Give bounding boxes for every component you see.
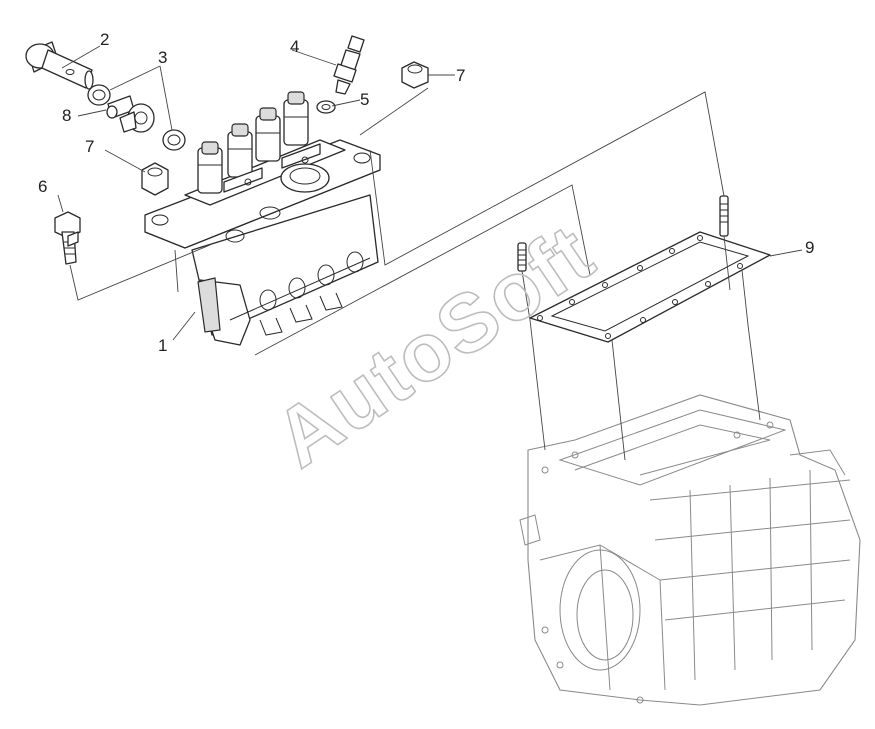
callout-5: 5 (360, 90, 369, 109)
callout-7-left: 7 (85, 137, 94, 156)
nut-top (401, 61, 429, 89)
seal-washer (316, 100, 336, 114)
washer-b (162, 129, 186, 151)
bleed-connector (333, 35, 365, 95)
hex-bolt (54, 211, 81, 265)
banjo-bolt (25, 41, 94, 90)
callout-9: 9 (805, 238, 814, 257)
nut-left (141, 162, 169, 196)
callouts: 1 2 3 4 5 6 7 7 8 9 (38, 30, 814, 355)
callout-6: 6 (38, 177, 47, 196)
callout-3: 3 (158, 48, 167, 67)
injection-pump (144, 91, 381, 346)
gear-housing (519, 394, 861, 706)
banjo-fitting (106, 95, 155, 133)
stud-right (719, 195, 729, 237)
leader-lines (57, 45, 803, 461)
delivery-valve-holders (197, 91, 309, 194)
callout-1: 1 (158, 336, 167, 355)
callout-4: 4 (290, 37, 299, 56)
callout-2: 2 (100, 30, 109, 49)
gasket (529, 231, 771, 343)
callout-7-top: 7 (456, 66, 465, 85)
callout-8: 8 (62, 106, 71, 125)
washer-a (87, 84, 111, 106)
